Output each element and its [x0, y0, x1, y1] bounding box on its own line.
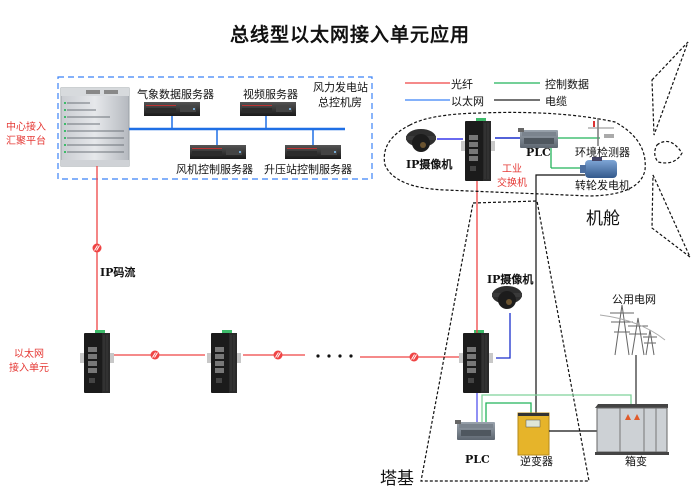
inverter — [517, 412, 550, 456]
ip-stream-label: IP码流 — [100, 266, 136, 279]
control-room-label-1: 风力发电站 — [313, 81, 368, 94]
legend-fiber-label: 光纤 — [451, 78, 473, 91]
core-switch-label: 中心接入 汇聚平台 — [6, 122, 46, 147]
turbine-control-server-label: 风机控制服务器 — [176, 163, 253, 176]
control-room-label-2: 总控机房 — [318, 96, 362, 109]
booster-server-label: 升压站控制服务器 — [264, 163, 352, 176]
generator-motor — [580, 157, 617, 178]
turbine-control-server — [190, 145, 246, 159]
hub — [654, 140, 683, 164]
video-server-label: 视频服务器 — [243, 88, 298, 101]
nacelle-outline — [383, 111, 646, 197]
core-switch-rack — [60, 87, 130, 167]
public-grid-label: 公用电网 — [612, 293, 656, 306]
video-server — [240, 102, 296, 116]
environment-sensor — [588, 118, 614, 146]
legend-ethernet-label: 以太网 — [451, 95, 484, 108]
nacelle-title: 机舱 — [586, 209, 620, 229]
box-transformer — [595, 404, 669, 455]
power-cable-nacelle — [535, 174, 585, 420]
industrial-switch-label: 工业 交换机 — [497, 164, 527, 189]
weather-data-server — [144, 102, 200, 116]
legend-cable-label: 电缆 — [545, 95, 567, 108]
access-unit-label: 以太网 接入单元 — [9, 349, 49, 374]
tower-plc-label: PLC — [465, 453, 490, 466]
booster-station-server — [285, 145, 341, 159]
tower-base-switch — [458, 329, 494, 394]
tower-outline — [420, 200, 590, 482]
nacelle-industrial-switch — [460, 117, 496, 182]
page-title: 总线型以太网接入单元应用 — [229, 24, 470, 46]
power-grid-towers — [599, 304, 666, 356]
access-unit-1 — [79, 329, 115, 394]
control-room-boundary — [57, 76, 373, 180]
access-unit-2 — [206, 329, 242, 394]
inverter-label: 逆变器 — [520, 455, 553, 468]
nacelle-plc-label: PLC — [526, 146, 551, 159]
env-sensor-label: 环境检测器 — [575, 146, 630, 159]
nacelle-ip-camera — [406, 129, 436, 152]
tower-plc — [455, 420, 495, 440]
blade-upper — [651, 41, 689, 136]
blade-lower — [651, 174, 691, 258]
nacelle-plc — [518, 128, 558, 148]
tower-base-title: 塔基 — [380, 469, 414, 489]
tower-camera-label: IP摄像机 — [487, 273, 534, 286]
chain-continuation-dots — [316, 354, 353, 358]
generator-label: 转轮发电机 — [575, 179, 630, 192]
legend-control-label: 控制数据 — [545, 78, 589, 91]
tower-ip-camera — [492, 286, 522, 309]
box-transformer-label: 箱变 — [625, 455, 647, 468]
weather-server-label: 气象数据服务器 — [137, 88, 214, 101]
nacelle-camera-label: IP摄像机 — [406, 158, 453, 171]
